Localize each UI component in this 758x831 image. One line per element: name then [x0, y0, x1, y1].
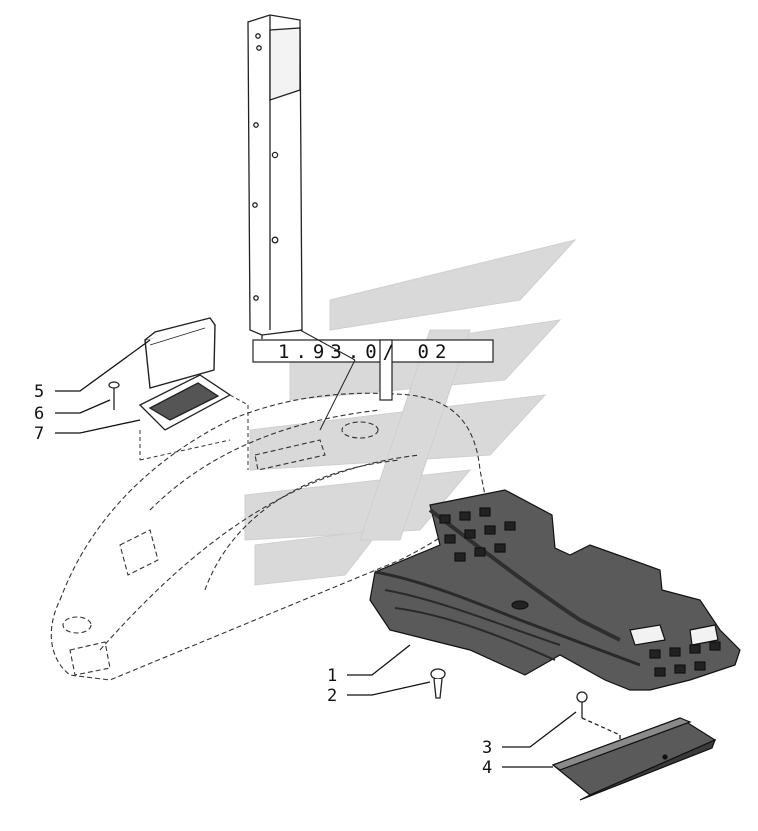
cover-cap [144, 317, 216, 389]
vertical-bracket [247, 14, 303, 345]
rivet-2 [430, 668, 446, 699]
pin-6 [108, 381, 120, 410]
fender-housing [50, 392, 486, 681]
callout-7: 7 [34, 424, 44, 444]
reference-box-text: 1.93.0/ 02 [278, 341, 452, 363]
assembly-lines [139, 394, 249, 470]
callout-3: 3 [482, 738, 492, 758]
callout-5: 5 [34, 382, 44, 402]
callout-numbers: 5 6 7 1 2 3 4 [34, 382, 492, 778]
callout-4: 4 [482, 758, 492, 778]
leader-lines [55, 339, 577, 768]
floor-mat [369, 489, 741, 691]
callout-6: 6 [34, 404, 44, 424]
callout-2: 2 [327, 686, 337, 706]
angle-strip [551, 717, 717, 801]
reference-box: 1.93.0/ 02 [252, 329, 494, 431]
callout-1: 1 [327, 666, 337, 686]
pin-3 [576, 691, 621, 775]
